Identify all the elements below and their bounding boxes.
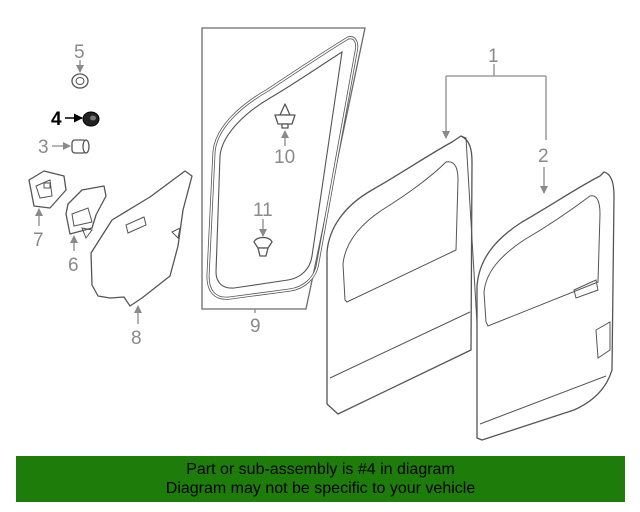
part-3-bumper	[71, 139, 90, 154]
part-6-bracket	[65, 185, 107, 240]
callout-9: 9	[250, 316, 261, 337]
info-banner: Part or sub-assembly is #4 in diagram Di…	[16, 456, 625, 502]
callout-1: 1	[488, 46, 499, 67]
callout-2: 2	[538, 146, 549, 167]
part-4-plug	[82, 111, 100, 127]
callout-8: 8	[131, 328, 142, 349]
callout-4: 4	[51, 109, 62, 130]
part-11-clip	[253, 236, 273, 257]
callout-10: 10	[274, 147, 295, 168]
callout-5: 5	[74, 42, 85, 63]
part-1-front-door	[326, 135, 479, 415]
part-2-rear-door	[476, 171, 615, 441]
part-7-bracket	[28, 170, 67, 209]
banner-line-1: Part or sub-assembly is #4 in diagram	[186, 461, 455, 478]
part-10-clip	[274, 103, 296, 129]
part-9-weatherstrip	[201, 27, 366, 310]
callout-6: 6	[68, 255, 79, 276]
callout-7: 7	[33, 230, 44, 251]
banner-line-2: Diagram may not be specific to your vehi…	[165, 480, 476, 497]
part-8-water-shield	[90, 170, 193, 307]
part-5-washer	[71, 73, 89, 89]
callout-3: 3	[38, 137, 49, 158]
callout-11: 11	[253, 200, 273, 221]
